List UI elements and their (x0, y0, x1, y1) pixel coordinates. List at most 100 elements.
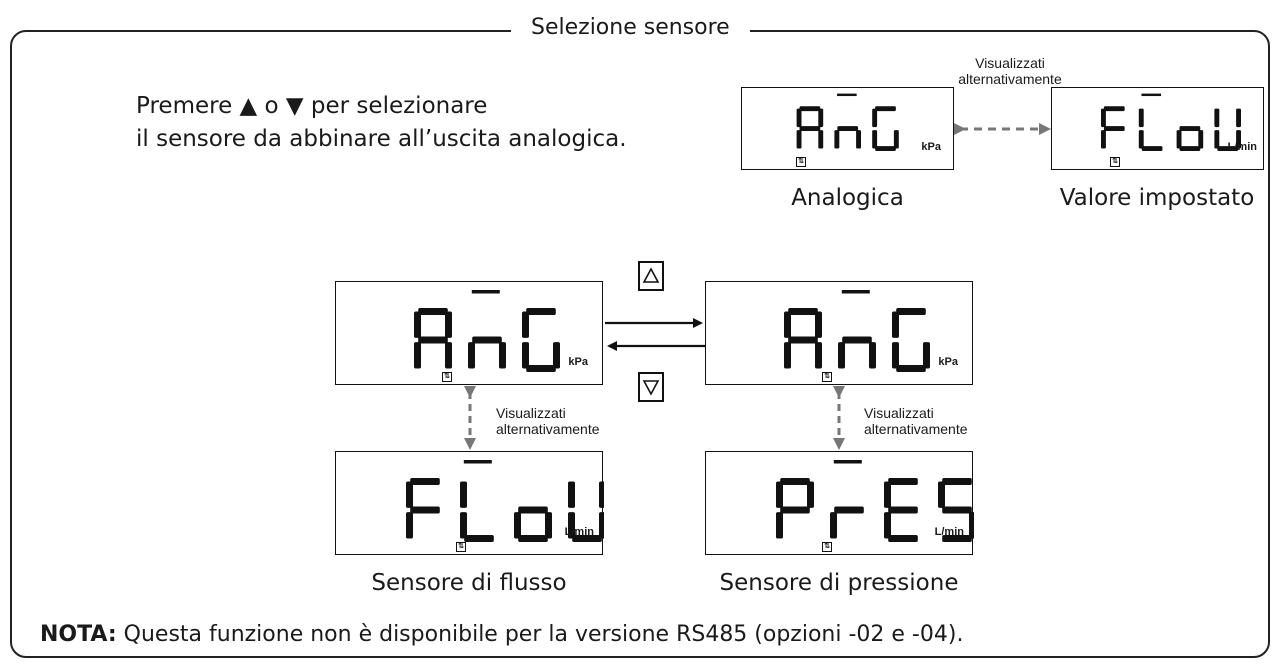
lcd-segments (414, 290, 560, 372)
lcd-segment (842, 336, 872, 344)
lcd-segment (460, 481, 467, 508)
lcd-segment (599, 481, 604, 508)
alt-label-line-1: Visualizzati (864, 405, 934, 421)
lcd-segment (460, 512, 467, 539)
lcd-segment (522, 311, 529, 338)
sensor-indicator-icon: ⇅ (796, 157, 806, 167)
lcd-bottom-flusso: L/min ⇅ (335, 451, 604, 555)
lcd-segment (799, 126, 821, 132)
lcd-segment (1179, 146, 1201, 151)
lcd-segment (837, 126, 859, 132)
lcd-segment (464, 535, 494, 542)
caption-sensore-flusso: Sensore di flusso (371, 570, 567, 596)
lcd-segment (414, 342, 421, 369)
lcd-segment (875, 106, 896, 112)
lcd-segment (1236, 130, 1241, 149)
instruction-line-2: il sensore da abbinare all’uscita analog… (136, 126, 627, 152)
lcd-main-right: kPa ⇅ (705, 281, 973, 385)
lcd-segment (815, 342, 822, 369)
right-alternating-label: Visualizzati alternativamente (864, 405, 968, 437)
lcd-segment (807, 481, 814, 508)
lcd-segment (869, 342, 876, 369)
frame-title: Selezione sensore (511, 14, 750, 42)
alt-label-line-2: alternativamente (958, 71, 1062, 87)
caption-analogica: Analogica (791, 185, 904, 211)
lcd-segment (892, 342, 899, 369)
triangle-down-icon (642, 380, 660, 396)
down-button[interactable] (638, 372, 664, 402)
lcd-segment (518, 535, 548, 542)
lcd-segments (784, 290, 930, 372)
lcd-segment (893, 130, 899, 149)
lcd-segment (788, 336, 818, 344)
lcd-segments (406, 460, 604, 542)
lcd-segment (942, 535, 972, 542)
lcd-segment (1179, 126, 1201, 132)
triangle-up-icon (642, 267, 660, 283)
lcd-segment (815, 311, 822, 338)
lcd-segment (514, 512, 521, 539)
alt-label-line-1: Visualizzati (496, 405, 566, 421)
lcd-segment (784, 311, 791, 338)
lcd-segment (599, 512, 604, 539)
lcd-indicator-bar (833, 460, 862, 464)
lcd-segment (780, 506, 810, 514)
lcd-segment (418, 336, 448, 344)
lcd-segment (1214, 108, 1220, 128)
lcd-segment (445, 342, 452, 369)
lcd-segment (1176, 130, 1182, 149)
lcd-segment (888, 506, 918, 514)
lcd-segment (799, 106, 821, 112)
lcd-segments (1101, 93, 1241, 151)
lcd-segment (1141, 146, 1163, 151)
sensor-indicator-icon: ⇅ (1110, 157, 1120, 167)
top-alternating-label: Visualizzati alternativamente (955, 55, 1065, 87)
lcd-indicator-bar (1141, 93, 1162, 97)
lcd-indicator-bar (841, 290, 870, 294)
lcd-segment (414, 311, 421, 338)
footnote: NOTA: Questa funzione non è disponibile … (40, 620, 963, 650)
lcd-segment (884, 512, 891, 539)
lcd-segment (526, 308, 556, 315)
lcd-unit: L/min (564, 526, 594, 538)
lcd-segment (896, 365, 926, 372)
lcd-segment (875, 146, 896, 151)
lcd-unit: kPa (568, 356, 588, 368)
lcd-segment (788, 308, 818, 315)
lcd-segment (418, 308, 448, 315)
lcd-segment (872, 108, 878, 128)
lcd-segment (522, 342, 529, 369)
lcd-unit: L/min (934, 526, 964, 538)
caption-sensore-pressione: Sensore di pressione (719, 570, 959, 596)
lcd-segment (1198, 130, 1204, 149)
lcd-segment (406, 481, 413, 508)
note-label: NOTA: (40, 622, 117, 647)
alt-label-line-2: alternativamente (496, 421, 600, 437)
sensor-indicator-icon: ⇅ (442, 372, 452, 382)
lcd-segment (445, 311, 452, 338)
lcd-segment (1217, 146, 1239, 151)
alt-label-line-1: Visualizzati (975, 55, 1045, 71)
lcd-segment (830, 512, 837, 539)
up-button[interactable] (638, 261, 664, 291)
lcd-segment (410, 506, 440, 514)
lcd-segment (410, 478, 440, 485)
lcd-top-valore: L/min ⇅ (1051, 87, 1264, 170)
alt-label-line-2: alternativamente (864, 421, 968, 437)
lcd-unit: L/min (1227, 141, 1257, 153)
note-text: Questa funzione non è disponibile per la… (116, 622, 964, 647)
sensor-indicator-icon: ⇅ (456, 542, 466, 552)
lcd-segment (1103, 106, 1125, 112)
lcd-unit: kPa (938, 356, 958, 368)
lcd-segment (896, 308, 926, 315)
lcd-segment (938, 481, 945, 508)
lcd-indicator-bar (837, 93, 857, 97)
lcd-segment (518, 506, 548, 514)
lcd-segment (1214, 130, 1220, 149)
lcd-segment (796, 130, 802, 149)
lcd-segment (838, 342, 845, 369)
lcd-segment (884, 481, 891, 508)
lcd-segment (818, 130, 824, 149)
lcd-segment (942, 478, 972, 485)
caption-valore-impostato: Valore impostato (1059, 185, 1255, 211)
